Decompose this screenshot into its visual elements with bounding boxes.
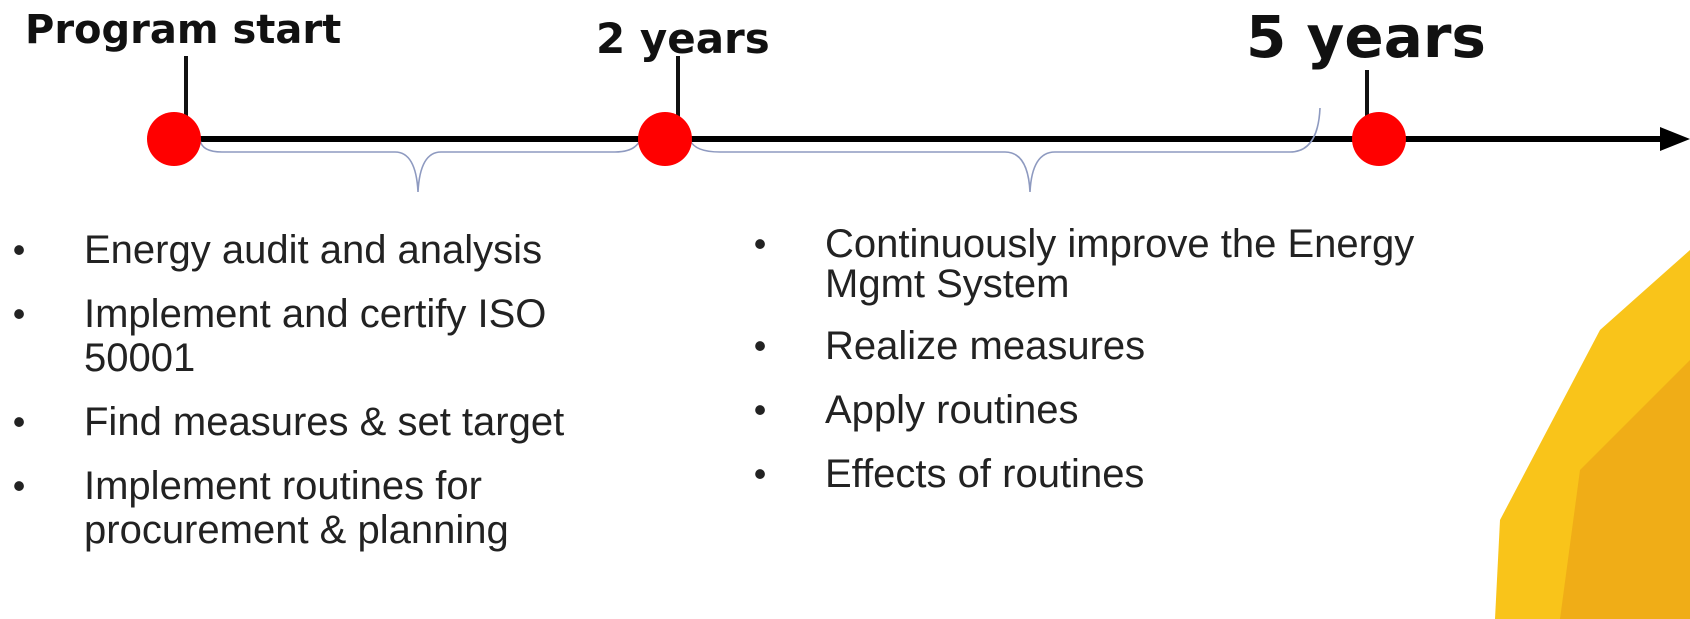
- list-item: • Find measures & set target: [4, 400, 724, 444]
- list-item-text: Energy audit and analysis: [84, 228, 543, 272]
- list-item-text: Apply routines: [825, 388, 1079, 432]
- phase1-task-list: • Energy audit and analysis • Implement …: [4, 228, 684, 572]
- bullet-icon: •: [753, 325, 767, 366]
- phase2-brace: [689, 107, 1321, 193]
- list-item: • Implement routines for procurement & p…: [4, 464, 584, 552]
- bullet-icon: •: [753, 223, 767, 264]
- list-item-text: Effects of routines: [825, 452, 1145, 496]
- list-item-text: Implement routines for procurement & pla…: [84, 464, 509, 552]
- bullet-icon: •: [753, 389, 767, 430]
- list-item: • Energy audit and analysis: [4, 228, 684, 272]
- phase1-brace: [199, 139, 641, 193]
- list-item: • Implement and certify ISO 50001: [4, 292, 604, 380]
- list-item-text: Continuously improve the Energy Mgmt Sys…: [825, 222, 1415, 306]
- bullet-icon: •: [12, 293, 26, 334]
- milestone-start-dot: [147, 112, 201, 166]
- timeline-arrowhead: [1660, 127, 1690, 151]
- milestone-label-5-years: 5 years: [1246, 3, 1486, 71]
- bullet-icon: •: [12, 229, 26, 270]
- bullet-icon: •: [12, 401, 26, 442]
- milestone-label-2-years: 2 years: [596, 14, 770, 63]
- milestone-label-start: Program start: [25, 7, 342, 53]
- list-item-text: Implement and certify ISO 50001: [84, 292, 547, 380]
- list-item: • Effects of routines: [745, 452, 1445, 496]
- milestone-2-years-dot: [638, 112, 692, 166]
- milestone-5-years-dot: [1352, 112, 1406, 166]
- list-item: • Apply routines: [745, 388, 1445, 432]
- bullet-icon: •: [12, 465, 26, 506]
- list-item: • Continuously improve the Energy Mgmt S…: [745, 222, 1425, 306]
- list-item: • Realize measures: [745, 324, 1445, 368]
- list-item-text: Realize measures: [825, 324, 1146, 368]
- list-item-text: Find measures & set target: [84, 400, 565, 444]
- phase2-task-list: • Continuously improve the Energy Mgmt S…: [745, 224, 1445, 516]
- bullet-icon: •: [753, 453, 767, 494]
- corner-accent: [1495, 250, 1690, 619]
